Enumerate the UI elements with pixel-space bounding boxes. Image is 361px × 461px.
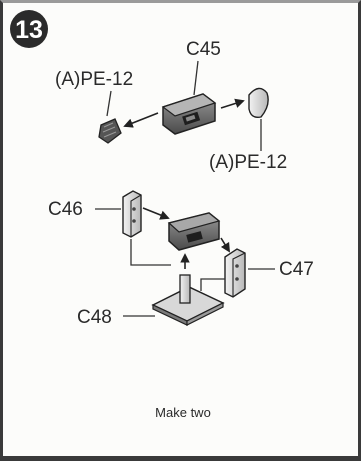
label-pe-left: (A)PE-12 — [55, 69, 133, 90]
part-pe-right — [248, 87, 269, 119]
guide-left — [130, 239, 171, 266]
arrow-pe-right — [220, 98, 245, 109]
arrow-c46 — [142, 207, 170, 220]
step-number: 13 — [15, 16, 43, 44]
part-c48 — [151, 274, 225, 326]
part-c45 — [161, 93, 217, 135]
step-badge: 13 — [10, 10, 48, 48]
part-c45-assembled — [167, 212, 221, 251]
leader-c45 — [193, 60, 199, 96]
part-pe-left — [98, 118, 122, 144]
label-c46: C46 — [48, 199, 83, 220]
leader-pe-left — [106, 90, 112, 117]
arrow-c47 — [220, 237, 231, 253]
arrow-pe-left — [123, 112, 159, 128]
step-badge-circle — [10, 10, 48, 48]
label-c47: C47 — [279, 259, 314, 280]
assembly-diagram: 13 C45 (A)PE-12 (A)PE-12 C46 — [10, 10, 314, 420]
part-c47 — [224, 248, 246, 298]
label-c48: C48 — [77, 307, 112, 328]
make-two-note: Make two — [155, 405, 211, 420]
label-c45: C45 — [186, 39, 221, 60]
label-pe-right: (A)PE-12 — [209, 152, 287, 173]
guide-right — [200, 278, 225, 291]
part-c46 — [122, 190, 142, 238]
